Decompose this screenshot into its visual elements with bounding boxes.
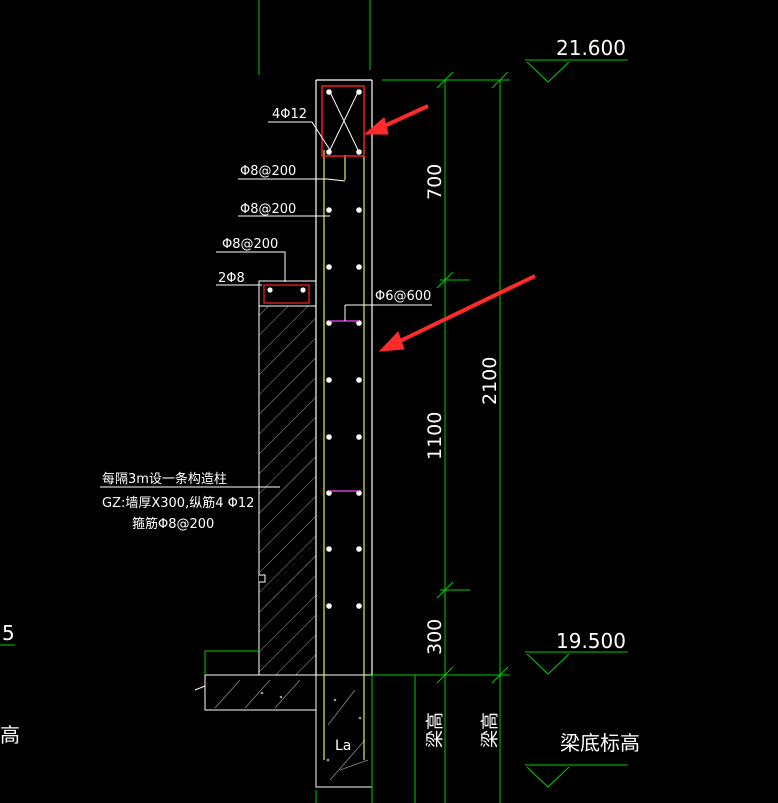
rebar-dot — [267, 287, 273, 293]
dim-300: 300 — [424, 619, 446, 655]
label-stirrup-1: Φ8@200 — [240, 164, 296, 179]
elevation-top: 21.600 — [556, 36, 626, 60]
rebar-dot — [300, 287, 306, 293]
dim-2100: 2100 — [479, 357, 501, 405]
bond-beam-stirrup — [263, 284, 310, 304]
label-bottom-bars: 2Φ8 — [218, 271, 245, 286]
arrow-annotations — [363, 104, 536, 352]
note-line-3: 箍筋Φ8@200 — [132, 516, 214, 532]
longitudinal-rebars — [323, 150, 365, 760]
beam-height-2: 梁高 — [480, 712, 501, 748]
elevation-beam-bottom: 梁底标高 — [560, 731, 640, 755]
label-tie: Φ6@600 — [375, 289, 431, 304]
floor-slab — [194, 650, 373, 788]
dimension-lines — [0, 59, 628, 803]
elevation-floor: 19.500 — [556, 629, 626, 653]
top-beam-section — [321, 85, 365, 157]
beam-height-1: 梁高 — [425, 712, 446, 748]
edge-fragment-bottom: 高 — [0, 723, 20, 747]
note-line-2: GZ:墙厚X300,纵筋4 Φ12 — [102, 495, 254, 511]
label-top-bars: 4Φ12 — [272, 107, 307, 122]
grid-lines — [258, 0, 371, 803]
masonry-wall — [258, 305, 317, 676]
bond-beam — [258, 280, 317, 307]
note-line-1: 每隔3m设一条构造柱 — [102, 471, 227, 487]
edge-fragment-top: 5 — [2, 621, 15, 645]
label-stirrup-2: Φ8@200 — [240, 202, 296, 217]
leader-lines — [100, 121, 432, 488]
dim-700: 700 — [424, 164, 446, 200]
label-stirrup-3: Φ8@200 — [222, 237, 278, 252]
anchor-label: La — [335, 738, 351, 754]
rebar-dots — [326, 207, 362, 609]
tie-bars — [329, 320, 359, 492]
wall-notch — [259, 574, 266, 583]
dim-1100: 1100 — [424, 412, 446, 460]
